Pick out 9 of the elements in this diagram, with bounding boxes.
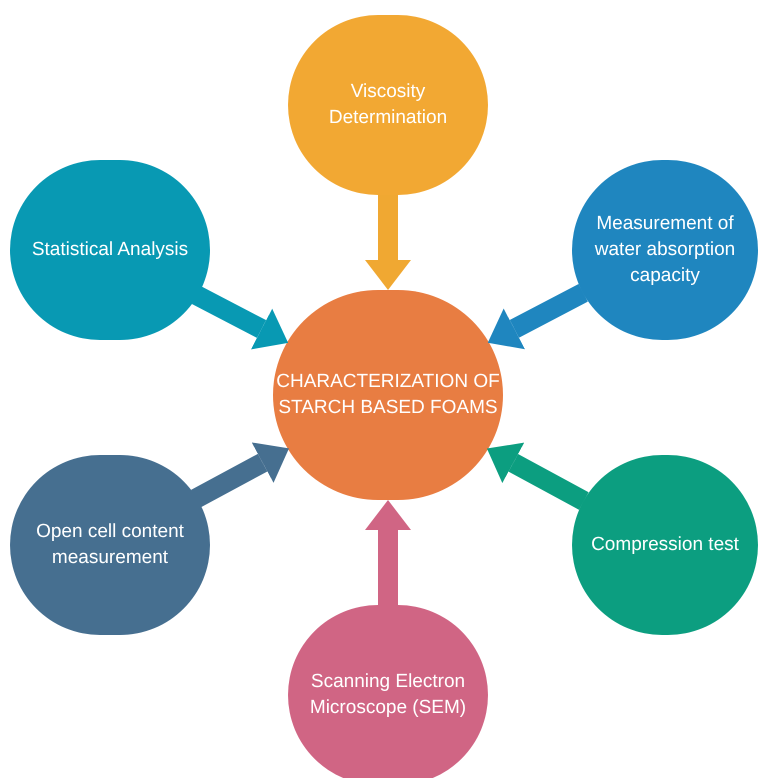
node-label: Viscosity Determination xyxy=(328,80,448,130)
node-label: Scanning Electron Microscope (SEM) xyxy=(308,670,468,720)
block-arrow xyxy=(365,195,411,290)
node-label: CHARACTERIZATION OF STARCH BASED FOAMS xyxy=(276,370,500,420)
node-label: Compression test xyxy=(590,533,740,557)
block-arrow xyxy=(365,500,411,605)
node-label: Statistical Analysis xyxy=(30,238,190,262)
node-label: Measurement of water absorption capacity xyxy=(594,212,736,288)
node-label: Open cell content measurement xyxy=(35,520,185,570)
